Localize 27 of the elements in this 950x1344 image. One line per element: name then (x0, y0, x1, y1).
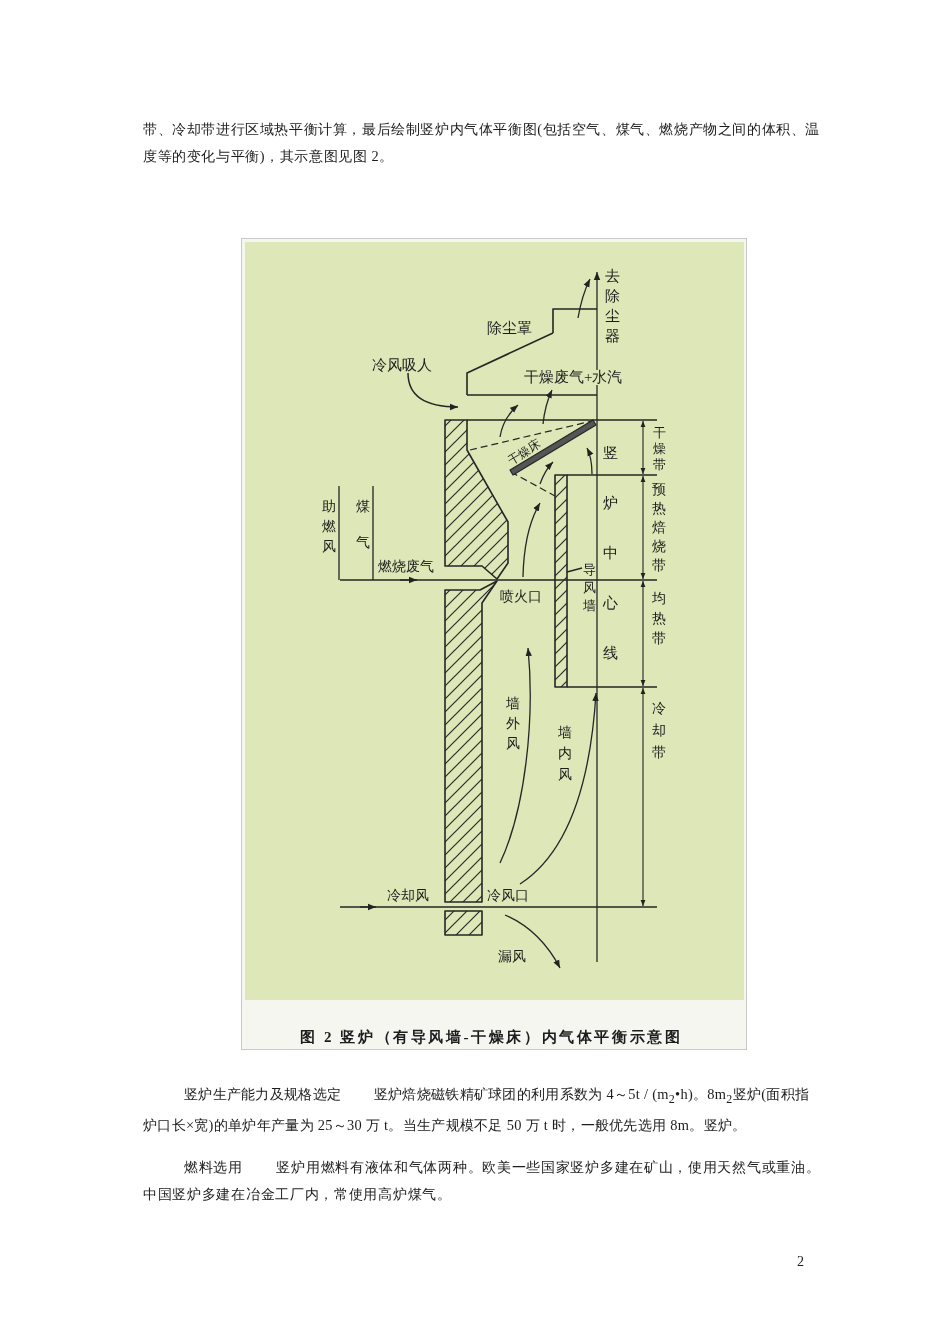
annotation-label: 助燃风 (321, 498, 337, 556)
annotation-label: 竖炉中心线 (602, 443, 618, 663)
leader-line (566, 567, 583, 573)
zone-label: 均热带 (651, 590, 667, 648)
zone-label: 冷却带 (651, 700, 667, 762)
annotation-label: 除尘罩 (487, 321, 532, 336)
annotation-label: 去除尘器 (604, 266, 620, 346)
annotation-label: 喷火口 (500, 590, 542, 604)
annotation-label: 漏风 (498, 950, 526, 964)
annotation-label: 煤气 (355, 498, 371, 552)
annotation-label: 墙内风 (557, 723, 573, 784)
annotation-label: 燃烧废气 (378, 560, 434, 574)
annotation-label: 墙外风 (505, 695, 521, 753)
annotation-label: 冷却风 (387, 889, 429, 903)
annotation-label: 干燥床 (505, 437, 543, 467)
page-number: 2 (797, 1255, 804, 1269)
flow-arrow (407, 372, 459, 410)
annotation-label: 导风墙 (582, 560, 596, 615)
paragraph: 燃料选用 竖炉用燃料有液体和气体两种。欧美一些国家竖炉多建在矿山，使用天然气或重油。中国竖炉多建在冶金工厂内，常使用高炉煤气。 (143, 1157, 821, 1204)
zone-label: 干燥带 (652, 424, 666, 473)
paragraph: 竖炉生产能力及规格选定 竖炉焙烧磁铁精矿球团的利用系数为 4～5t / (m$_{2}$•h)。8m$_{2}$竖炉(面积指炉口长×宽)的单炉年产量为 25～30 万 t。当生产规模不足 50 万 t 时，一般优先选用 8m。竖炉。 (143, 1084, 811, 1136)
annotation-label: 干燥废气+水汽 (523, 370, 624, 385)
figure-caption: 图 2 竖炉（有导风墙-干燥床）内气体平衡示意图 (300, 1030, 683, 1045)
paragraph: 带、冷却带进行区域热平衡计算，最后绘制竖炉内气体平衡图(包括空气、煤气、燃烧产物之间的体积、温度等的变化与平衡)，其示意图见图 2。 (143, 119, 821, 166)
zone-label: 预热焙烧带 (651, 480, 667, 575)
annotation-label: 冷风吸人 (372, 358, 432, 373)
annotation-label: 冷风口 (487, 889, 529, 903)
